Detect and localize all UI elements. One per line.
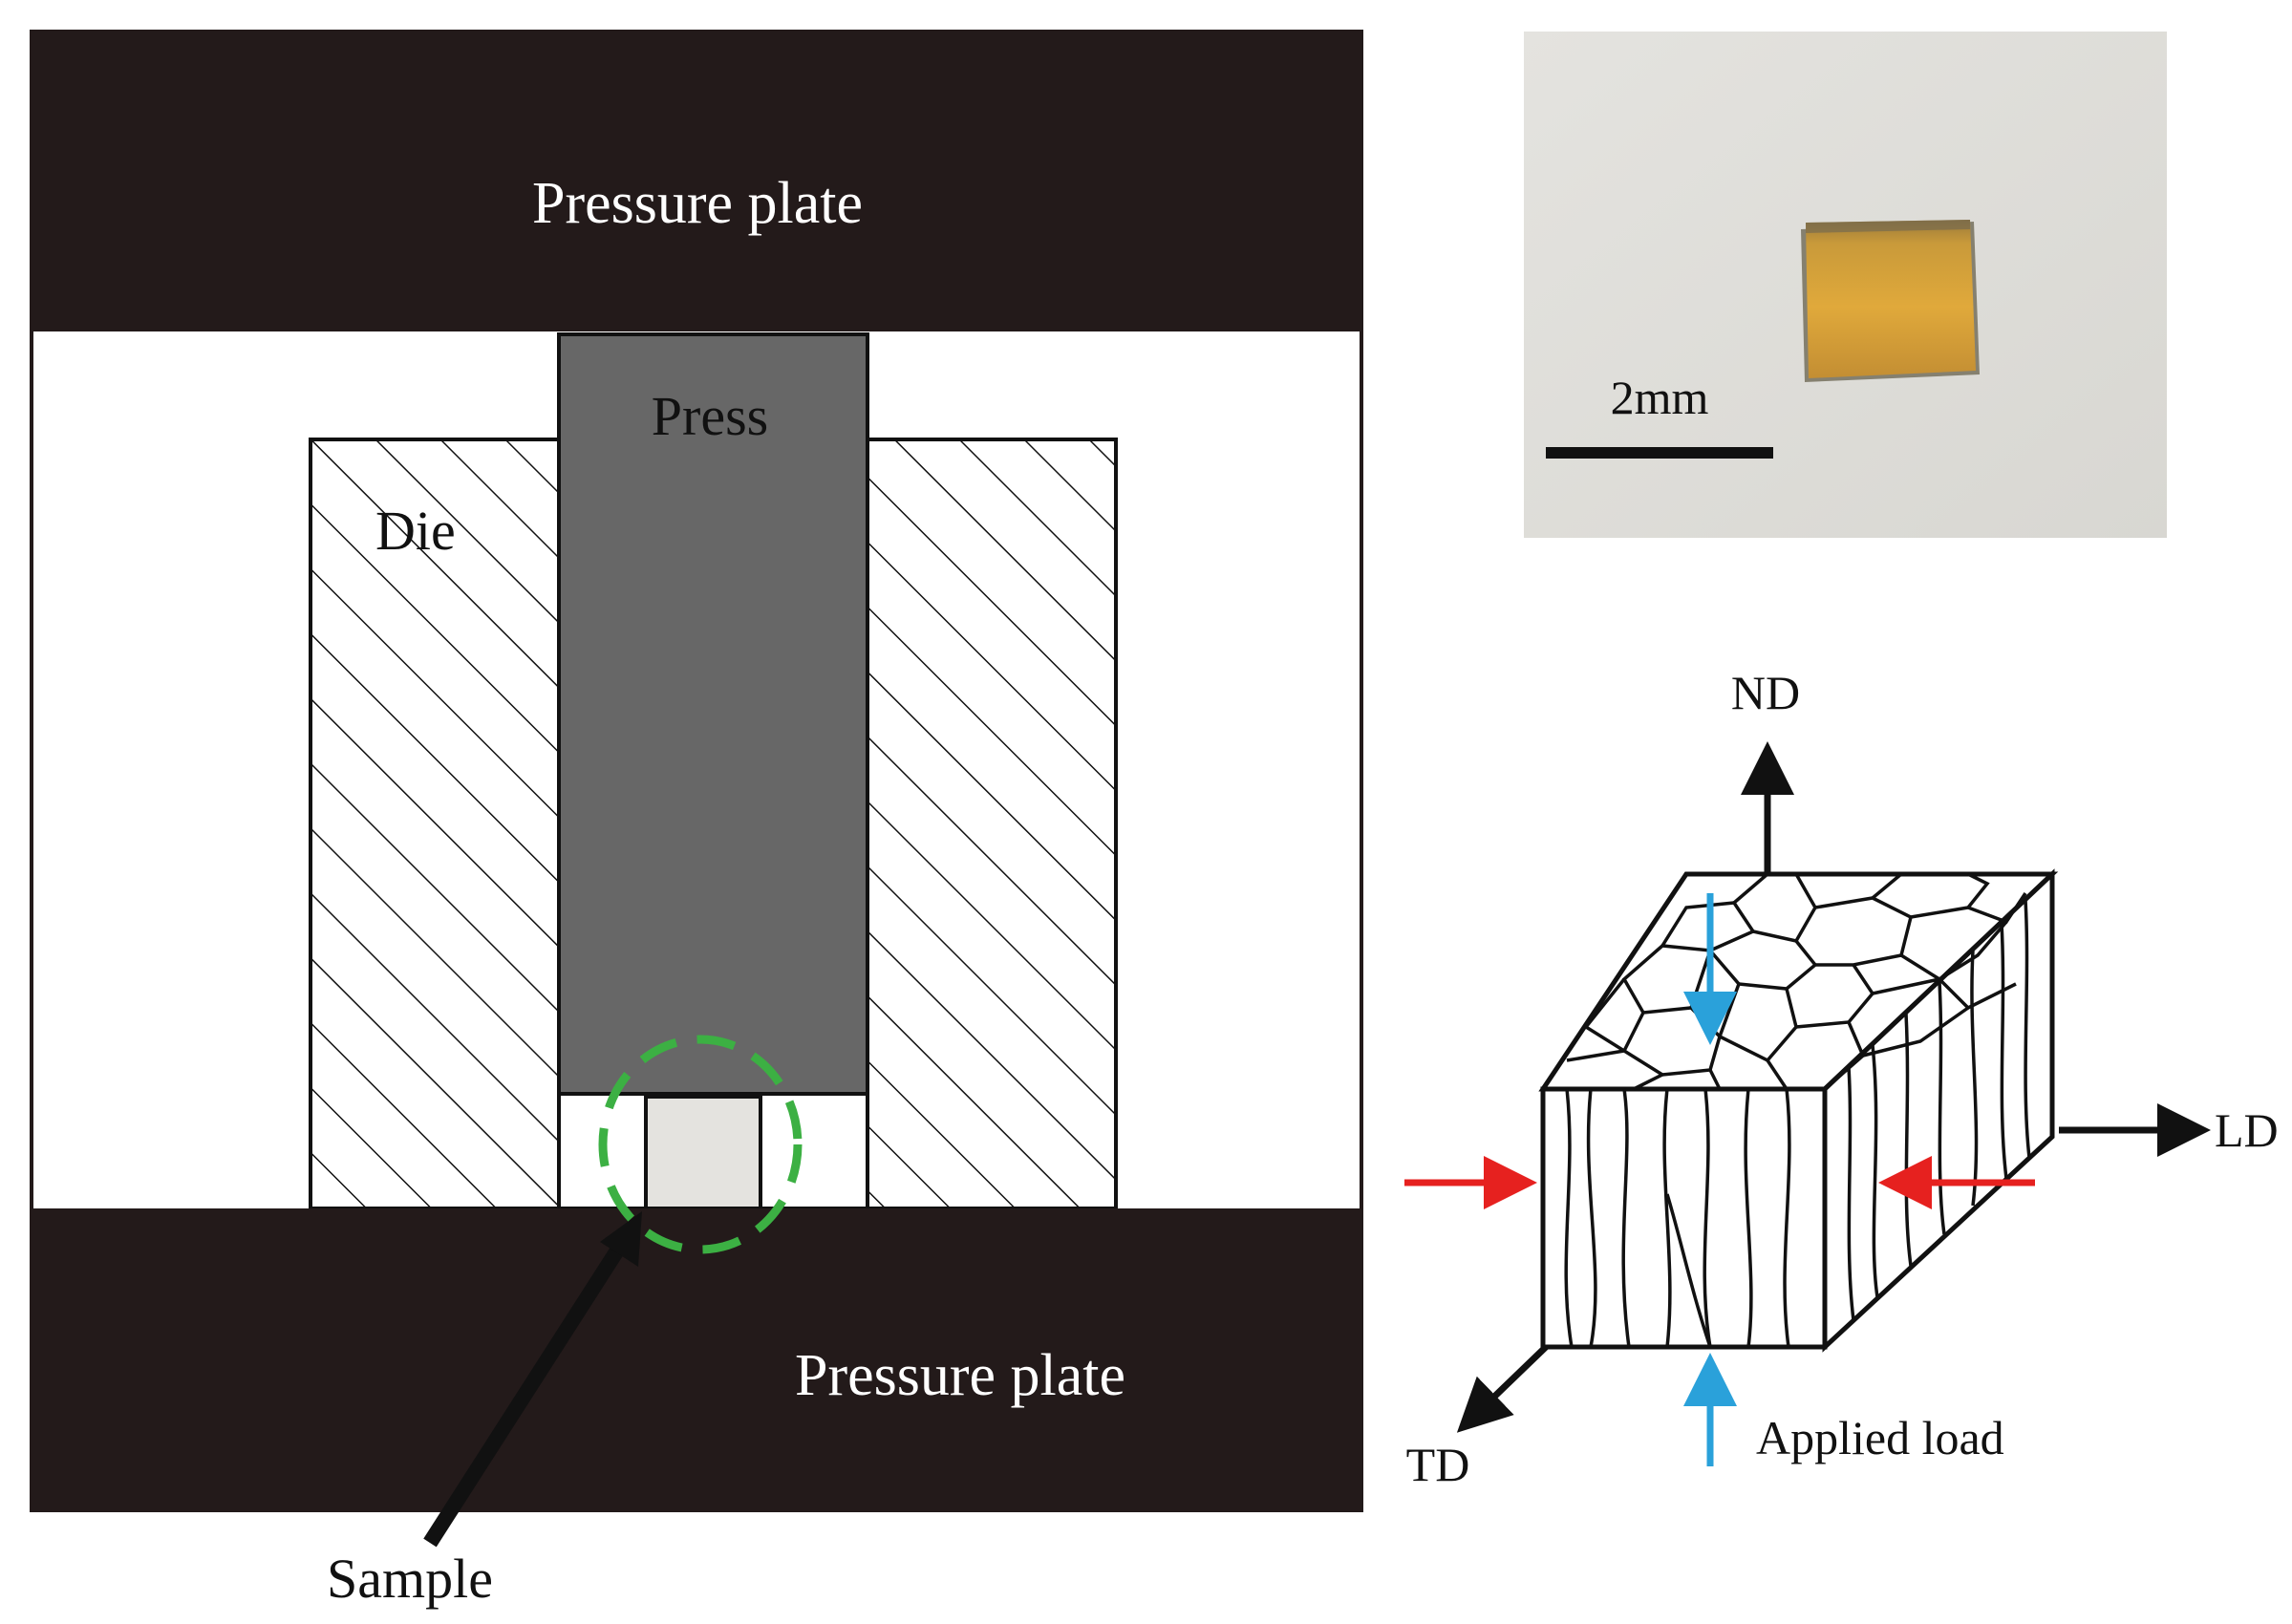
photo-sample [1806,220,1976,378]
bottom-plate-label: Pressure plate [795,1343,1125,1408]
block-front-face [1540,1086,1828,1350]
td-axis-label: TD [1406,1438,1470,1491]
die-schematic: Pressure plate Die Press Pressure plate … [30,30,1363,1610]
scale-bar [1546,447,1773,459]
die-left-block [309,438,561,1210]
front-face-grains [1564,1088,1791,1348]
scale-bar-label: 2mm [1611,371,1709,424]
applied-load-label: Applied load [1756,1411,2004,1464]
die-label: Die [375,500,456,562]
ld-axis-label: LD [2215,1103,2279,1157]
nd-axis-label: ND [1731,666,1800,719]
sample-block [644,1095,762,1210]
photo-sample-edge [1806,220,1970,233]
td-axis-arrow [1456,1344,1549,1433]
sample-highlight-circle [598,1035,803,1254]
sample-label: Sample [327,1548,493,1610]
sample-pointer-arrow [423,1232,632,1548]
top-plate-label: Pressure plate [532,171,863,236]
bottom-pressure-plate [32,1208,1361,1510]
top-pressure-plate [32,32,1361,331]
orientation-diagram: ND [1404,666,2279,1491]
press-punch [557,332,869,1096]
press-label: Press [652,385,768,447]
top-face-grains [1566,872,2027,1091]
sample-photo: 2mm [1524,32,2167,538]
sample-pointer-arrowhead [600,1211,642,1267]
right-face-grains [1847,899,2031,1321]
die-right-block [866,438,1118,1210]
